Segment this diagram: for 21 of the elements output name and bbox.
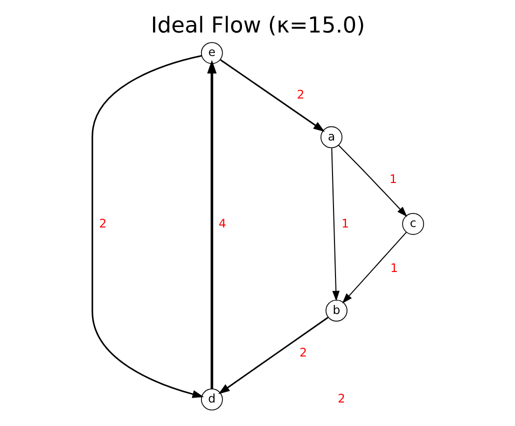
label: 2 (337, 392, 345, 406)
node-circle: d (200, 388, 222, 410)
edge-label: 2 (296, 88, 304, 102)
arrow (220, 59, 324, 132)
edge-label: 2 (298, 345, 306, 360)
diagram-title: Ideal Flow (κ=15.0) (150, 13, 365, 38)
arrow (206, 60, 216, 389)
edge-label: 2 (98, 216, 106, 230)
arrow (330, 148, 340, 302)
node-circle: c (402, 213, 424, 235)
edge-label: 1 (389, 172, 397, 186)
edge-label: 4 (218, 216, 226, 230)
node-circle: a (320, 126, 342, 148)
arrow (91, 55, 204, 398)
node-circle: e (200, 42, 222, 64)
arrow (342, 232, 406, 304)
arrow (218, 316, 328, 394)
node-circle: b (325, 300, 347, 322)
edge-label: 1 (390, 261, 398, 276)
edge-label: 1 (341, 216, 349, 230)
arrow (338, 144, 407, 217)
